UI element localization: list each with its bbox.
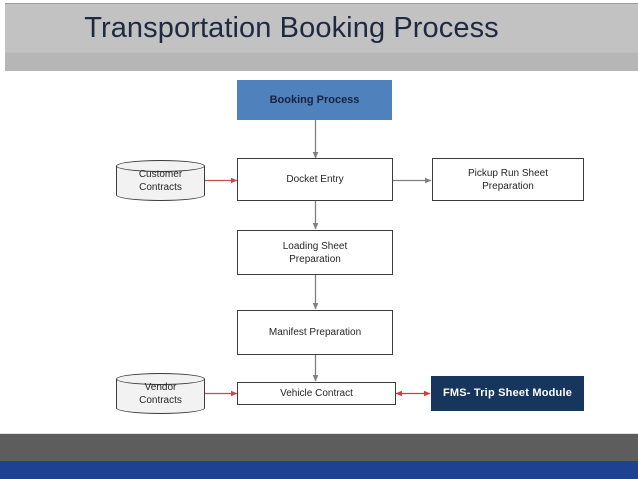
- cylinder-top-ellipse: [116, 373, 205, 385]
- node-vehicle-contract-label: Vehicle Contract: [280, 388, 353, 399]
- node-docket-entry-label: Docket Entry: [286, 174, 344, 185]
- node-vendor-contracts-line2: Contracts: [139, 394, 182, 406]
- footer-gray-band: [0, 433, 638, 461]
- node-vendor-contracts[interactable]: Vendor Contracts: [116, 373, 205, 414]
- node-manifest-preparation[interactable]: Manifest Preparation: [237, 310, 393, 355]
- node-customer-contracts-line1: Customer: [138, 168, 183, 180]
- node-fms-trip-sheet-module-label: FMS- Trip Sheet Module: [442, 387, 573, 399]
- node-customer-contracts-line2: Contracts: [139, 181, 182, 193]
- node-booking-process-label: Booking Process: [269, 93, 360, 106]
- node-pickup-run-sheet-line1: Pickup Run Sheet: [467, 167, 549, 179]
- node-customer-contracts[interactable]: Customer Contracts: [116, 160, 205, 201]
- node-pickup-run-sheet[interactable]: Pickup Run Sheet Preparation: [432, 158, 584, 201]
- node-vehicle-contract[interactable]: Vehicle Contract: [237, 382, 396, 405]
- footer-blue-band: [0, 461, 638, 479]
- cylinder-top-ellipse: [116, 160, 205, 172]
- node-vendor-contracts-line1: Vendor: [144, 381, 177, 393]
- node-loading-sheet[interactable]: Loading Sheet Preparation: [237, 230, 393, 275]
- node-vendor-contracts-label: Vendor Contracts: [116, 373, 205, 414]
- node-pickup-run-sheet-label: Pickup Run Sheet Preparation: [468, 167, 548, 193]
- node-manifest-preparation-label: Manifest Preparation: [268, 327, 362, 338]
- node-booking-process[interactable]: Booking Process: [237, 80, 392, 120]
- node-loading-sheet-label: Loading Sheet Preparation: [283, 240, 348, 266]
- node-loading-sheet-line1: Loading Sheet: [282, 240, 348, 252]
- slide-header-band: Transportation Booking Process: [5, 3, 638, 71]
- node-pickup-run-sheet-line2: Preparation: [482, 180, 534, 192]
- node-customer-contracts-label: Customer Contracts: [116, 160, 205, 201]
- node-docket-entry[interactable]: Docket Entry: [237, 158, 393, 201]
- page-title: Transportation Booking Process: [84, 12, 499, 44]
- node-fms-trip-sheet-module[interactable]: FMS- Trip Sheet Module: [431, 376, 584, 411]
- node-loading-sheet-line2: Preparation: [289, 253, 341, 265]
